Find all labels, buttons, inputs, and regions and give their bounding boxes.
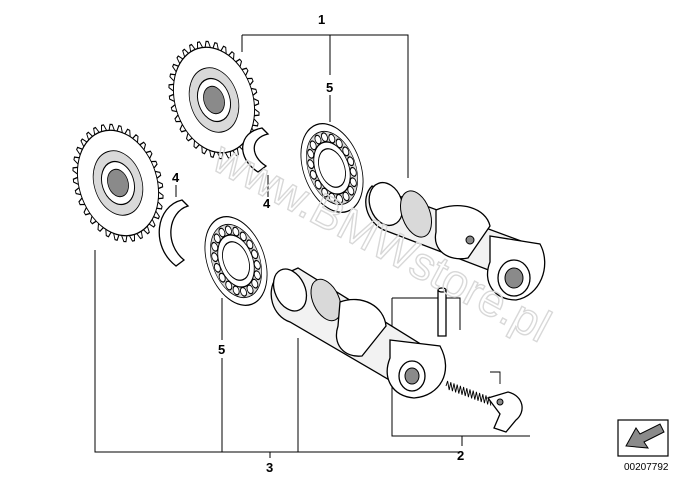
bearing-ball — [307, 159, 315, 170]
part-number: 00207792 — [624, 462, 669, 473]
bearing-ball — [342, 191, 350, 202]
bearing-balls — [307, 132, 357, 204]
arrow-box-icon — [617, 419, 669, 457]
bearing-ball — [225, 280, 233, 291]
bearing-ball — [321, 187, 329, 198]
bearing-ball — [321, 132, 328, 143]
bearing-ball — [253, 259, 261, 270]
bearing-ball — [349, 177, 357, 188]
bearing-ball — [232, 285, 240, 296]
bearing-ball — [213, 262, 221, 273]
bearing-ball — [240, 286, 247, 297]
bearing-balls — [211, 225, 261, 297]
bearing-ball — [309, 169, 317, 180]
bearing-ball — [336, 193, 343, 204]
callout-5-lower: 5 — [218, 342, 225, 357]
bearing-ball — [253, 270, 261, 281]
upper-ball-bearing — [300, 123, 364, 213]
bearing-ball — [232, 226, 240, 237]
bearing-ball — [251, 249, 259, 260]
bearing-ball — [328, 192, 336, 203]
bearing-ball — [335, 138, 343, 149]
callout-5-upper: 5 — [326, 80, 333, 95]
lower-ball-bearing — [204, 216, 268, 306]
bearing-ball — [309, 140, 317, 151]
dowel-pin — [437, 287, 447, 337]
bearing-ball — [211, 252, 219, 263]
bearing-ball — [218, 227, 226, 238]
bearing-ball — [246, 284, 254, 295]
callout-1: 1 — [318, 12, 325, 27]
decompressor-spring — [445, 380, 492, 406]
bearing-ball — [314, 134, 322, 145]
bearing-ball — [239, 231, 247, 242]
callout-4-upper: 4 — [263, 196, 271, 211]
upper-camshaft-sprocket — [168, 40, 260, 160]
lower-thrust-ring — [158, 199, 190, 267]
bearing-ball — [328, 133, 336, 144]
upper-camshaft — [365, 181, 546, 301]
upper-thrust-ring — [242, 127, 270, 173]
callout-2: 2 — [457, 448, 464, 463]
bearing-ball — [251, 278, 259, 289]
lower-camshaft — [270, 267, 447, 399]
bearing-ball — [307, 148, 315, 159]
callout-4-lower: 4 — [172, 170, 180, 185]
decompressor-lever — [486, 371, 523, 433]
bearing-ball — [213, 233, 221, 244]
bearing-ball — [347, 185, 355, 196]
bearing-ball — [342, 146, 350, 157]
bearing-ball — [314, 179, 322, 190]
lower-camshaft-sprocket — [72, 123, 164, 243]
callout-3: 3 — [266, 460, 273, 475]
bearing-ball — [349, 166, 357, 177]
bearing-ball — [218, 272, 226, 283]
bearing-ball — [225, 225, 232, 236]
bearing-ball — [347, 156, 355, 167]
bearing-ball — [246, 239, 254, 250]
bearing-ball — [211, 241, 219, 252]
